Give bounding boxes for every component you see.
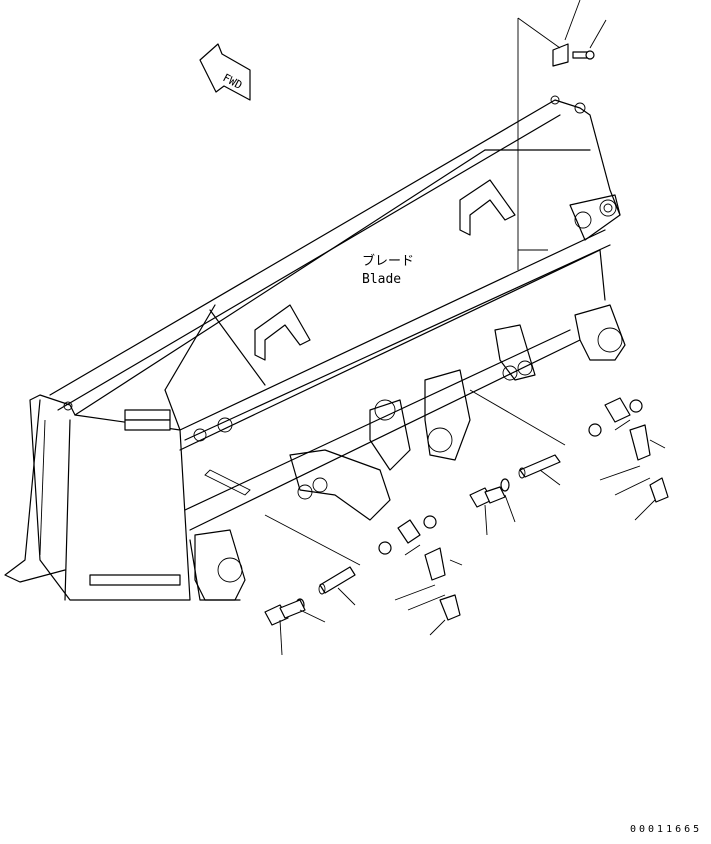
- blade-label-en: Blade: [362, 272, 401, 287]
- figure-code: 00011665: [630, 824, 702, 835]
- hardware-left-group: [264, 514, 463, 656]
- top-right-hardware: [517, 0, 607, 270]
- blade-label: ブレード Blade: [362, 253, 414, 287]
- blade-gussets: [254, 179, 516, 361]
- blade-body: [4, 95, 621, 601]
- blade-label-jp: ブレード: [362, 253, 414, 269]
- hardware-right-group: [469, 389, 669, 536]
- mounting-brackets: [194, 304, 626, 601]
- fwd-arrow-icon: FWD: [199, 43, 251, 101]
